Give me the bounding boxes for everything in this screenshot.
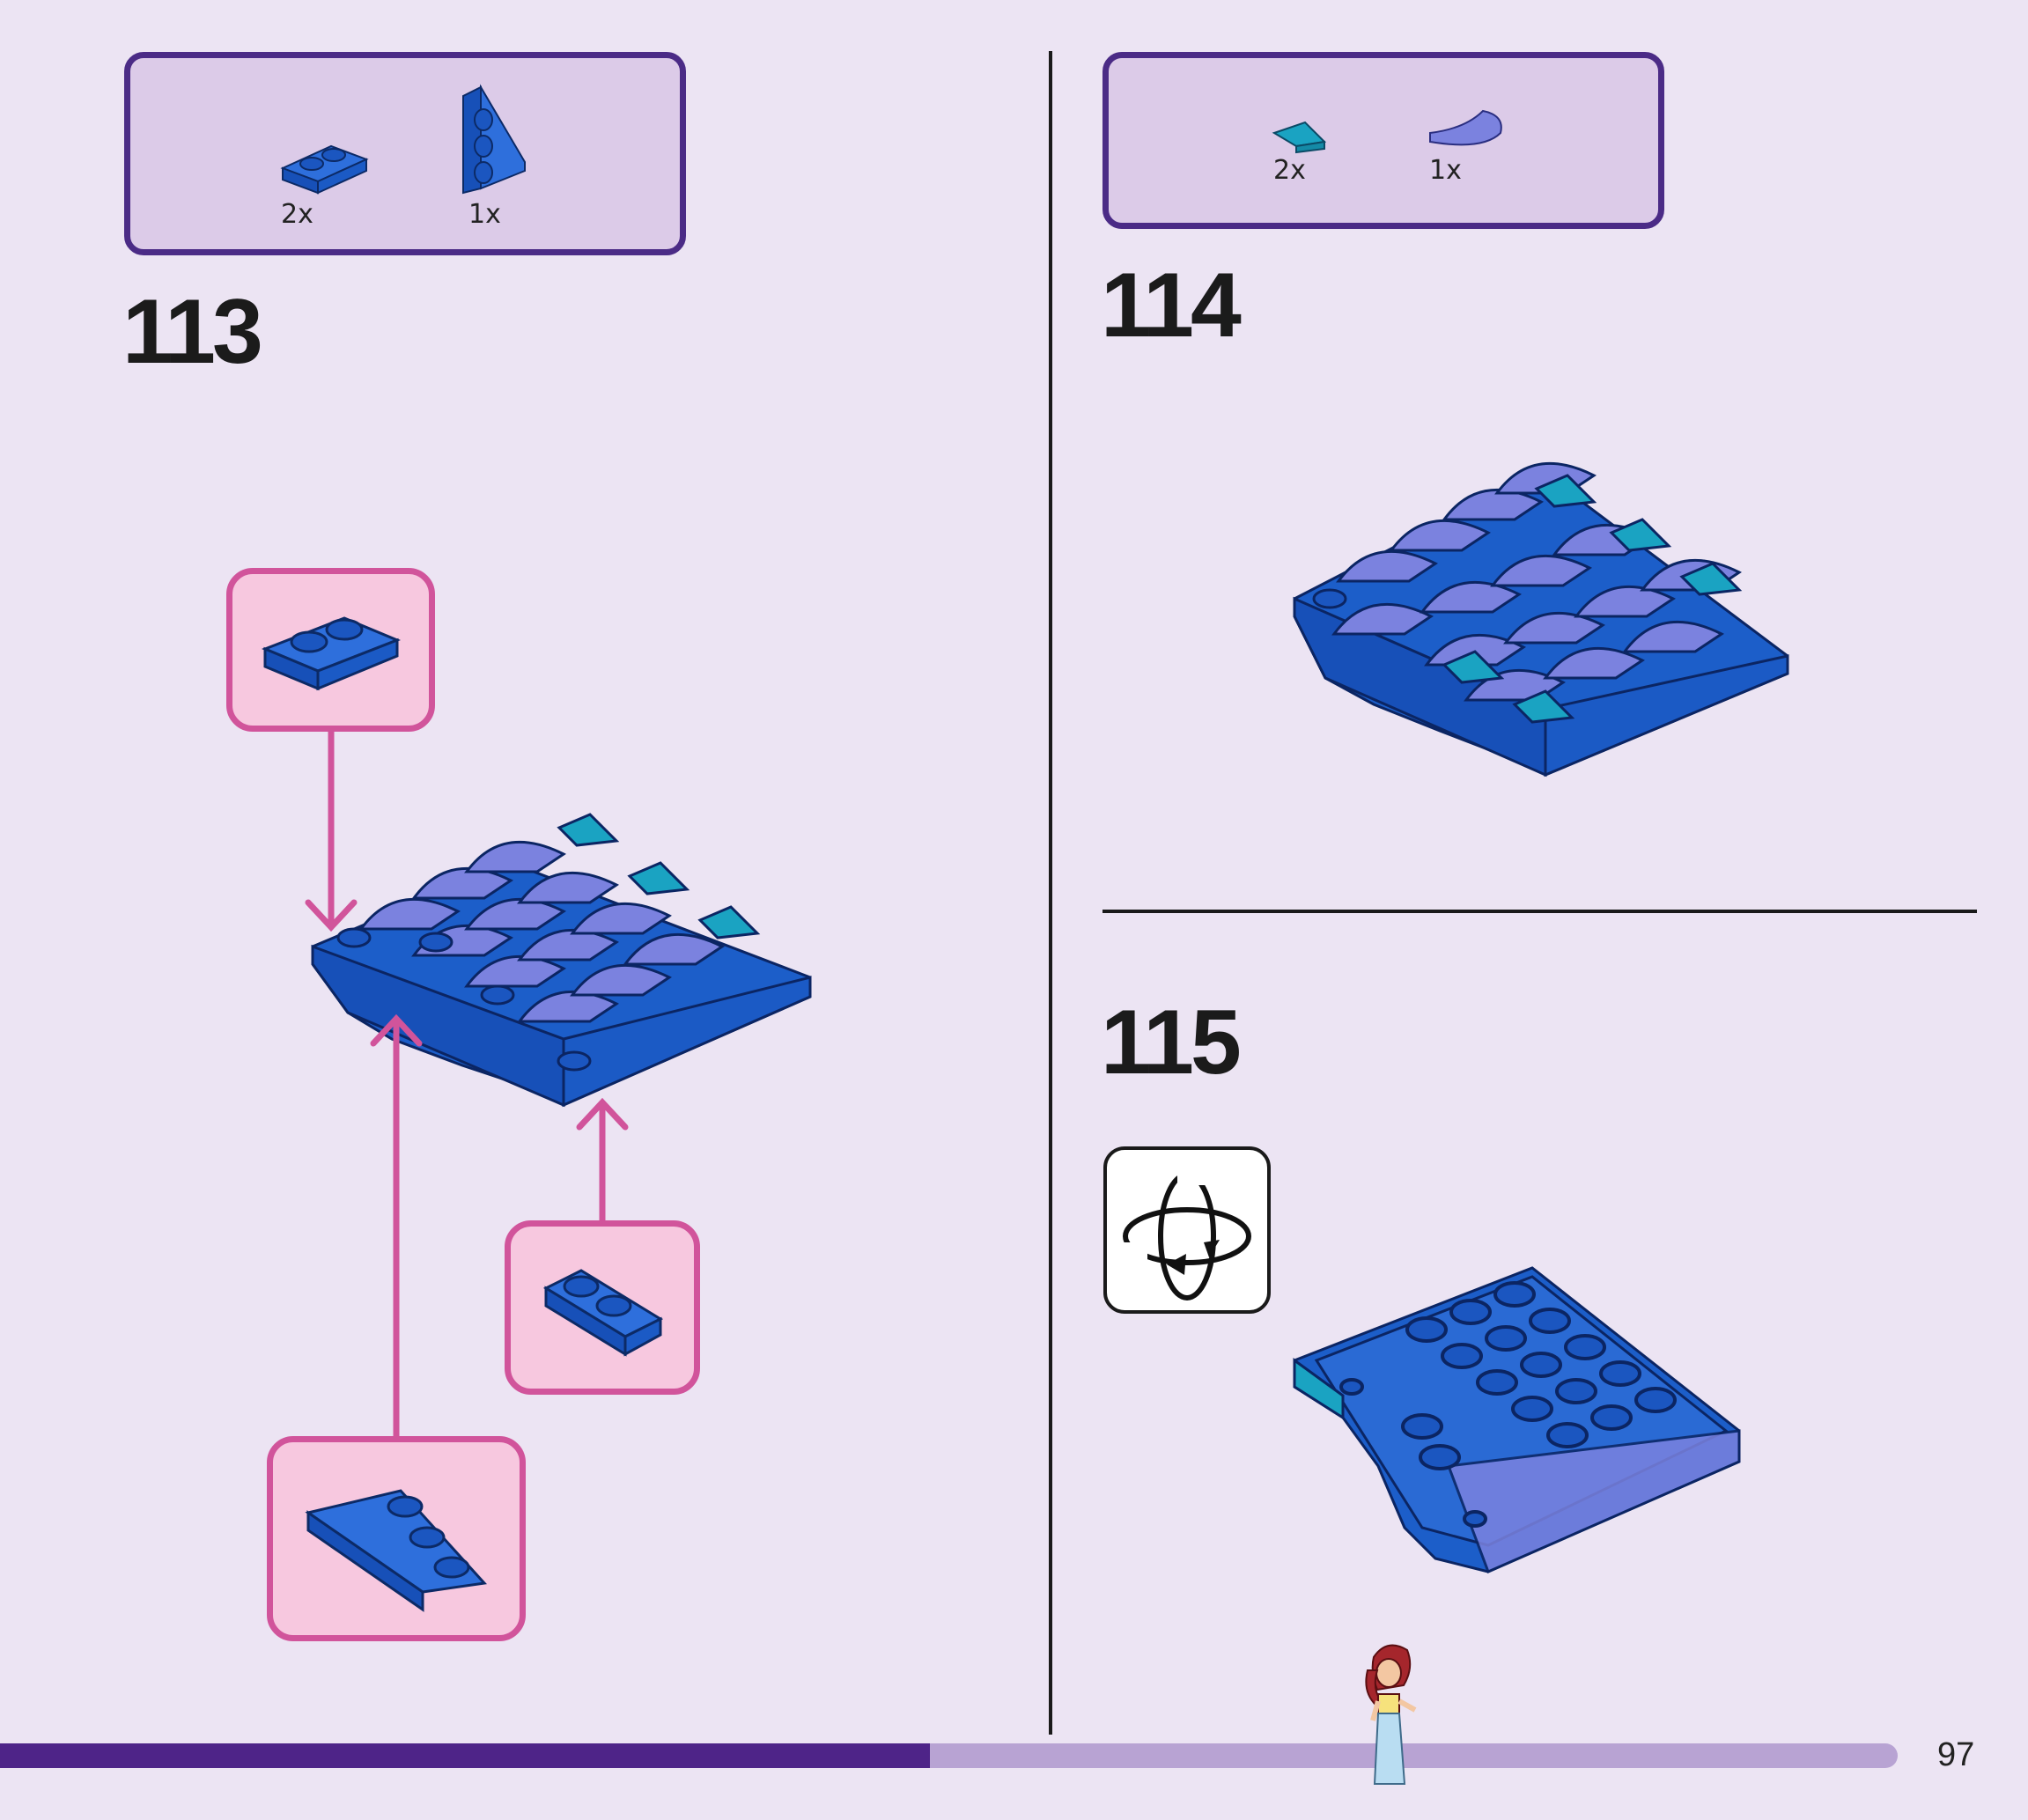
parts-list-step-114: 2x 1x bbox=[1102, 52, 1664, 229]
parts-list-step-113: 2x 1x bbox=[124, 52, 686, 255]
step-115-model bbox=[1293, 1266, 1741, 1574]
part-quantity: 2x bbox=[1273, 155, 1306, 186]
teal-quarter-tile-icon bbox=[1272, 121, 1327, 154]
blue-plate-1x2-icon bbox=[261, 616, 402, 691]
part-quantity: 1x bbox=[1429, 155, 1462, 186]
callout-wedge-plate bbox=[267, 1436, 526, 1641]
step-number: 114 bbox=[1101, 254, 1242, 357]
step-114-model bbox=[1293, 461, 1789, 777]
rotate-model-icon bbox=[1121, 1168, 1251, 1301]
step-113-model bbox=[311, 813, 812, 1108]
part-quantity: 2x bbox=[281, 199, 313, 230]
blue-plate-1x2-icon bbox=[542, 1269, 664, 1357]
step-number: 115 bbox=[1101, 991, 1242, 1094]
blue-plate-1x2-icon bbox=[280, 144, 369, 195]
progress-fill bbox=[0, 1743, 930, 1768]
blue-wedge-plate-icon bbox=[462, 84, 526, 195]
horizontal-divider bbox=[1102, 910, 1977, 913]
page-number: 97 bbox=[1937, 1736, 1975, 1773]
mini-doll-figure bbox=[1365, 1644, 1417, 1785]
lavender-round-tile-icon bbox=[1429, 109, 1502, 146]
callout-plate-top bbox=[226, 568, 435, 732]
rotate-model-box bbox=[1103, 1146, 1271, 1314]
step-number: 113 bbox=[122, 281, 263, 383]
blue-wedge-plate-icon bbox=[305, 1489, 488, 1612]
part-quantity: 1x bbox=[468, 199, 501, 230]
vertical-divider bbox=[1049, 51, 1052, 1735]
callout-plate-right bbox=[505, 1220, 700, 1395]
